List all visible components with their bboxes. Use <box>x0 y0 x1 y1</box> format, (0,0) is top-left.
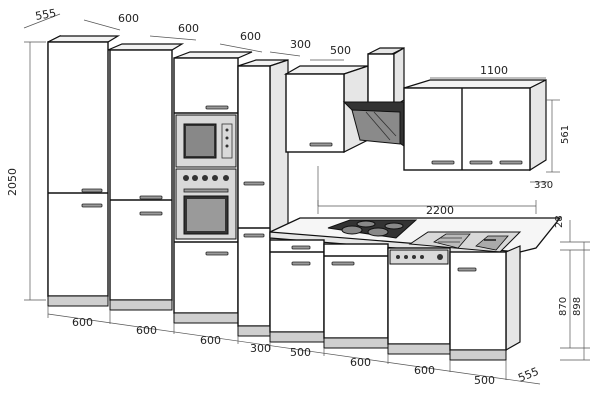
dim-base-total: 898 <box>572 297 583 316</box>
tall-cabinet-appliances <box>173 51 253 324</box>
dim-base-height: 870 <box>558 297 569 316</box>
sink <box>408 231 522 253</box>
dimension-lines <box>23 13 590 385</box>
dim-bottom-5: 500 <box>290 346 311 359</box>
dim-top-1: 555 <box>34 7 57 23</box>
dim-top-2: 600 <box>118 12 139 25</box>
dim-top-5: 300 <box>290 38 311 51</box>
base-cabinet-2 <box>323 243 389 349</box>
dishwasher <box>387 247 451 355</box>
dim-bottom-7: 600 <box>414 364 435 377</box>
dim-bottom-6: 600 <box>350 356 371 369</box>
dim-top-3: 600 <box>178 22 199 35</box>
tall-cabinet-2 <box>107 43 185 311</box>
dim-bottom-4: 300 <box>250 342 271 355</box>
dim-bottom-8: 500 <box>474 374 495 387</box>
wall-cabinet-right <box>403 79 547 172</box>
extractor-hood <box>342 46 405 147</box>
dim-worktop-width: 2200 <box>426 204 454 217</box>
dim-bottom-9: 555 <box>516 365 540 385</box>
dim-wall-height: 561 <box>560 125 571 144</box>
dim-bottom-1: 600 <box>72 316 93 329</box>
dim-wall-depth: 330 <box>534 180 553 191</box>
hob <box>327 219 418 239</box>
tall-cabinet-1 <box>47 35 121 307</box>
microwave <box>175 114 237 168</box>
dim-top-6: 500 <box>330 44 351 57</box>
dim-worktop-thickness: 28 <box>554 215 565 228</box>
oven <box>175 168 237 240</box>
base-cabinet-1 <box>269 239 325 343</box>
dim-top-7: 1100 <box>480 64 508 77</box>
dim-bottom-3: 600 <box>200 334 221 347</box>
base-cabinet-sink <box>449 245 521 361</box>
dim-top-4: 600 <box>240 30 261 43</box>
dim-left-height: 2050 <box>6 168 19 196</box>
dim-bottom-2: 600 <box>136 324 157 337</box>
